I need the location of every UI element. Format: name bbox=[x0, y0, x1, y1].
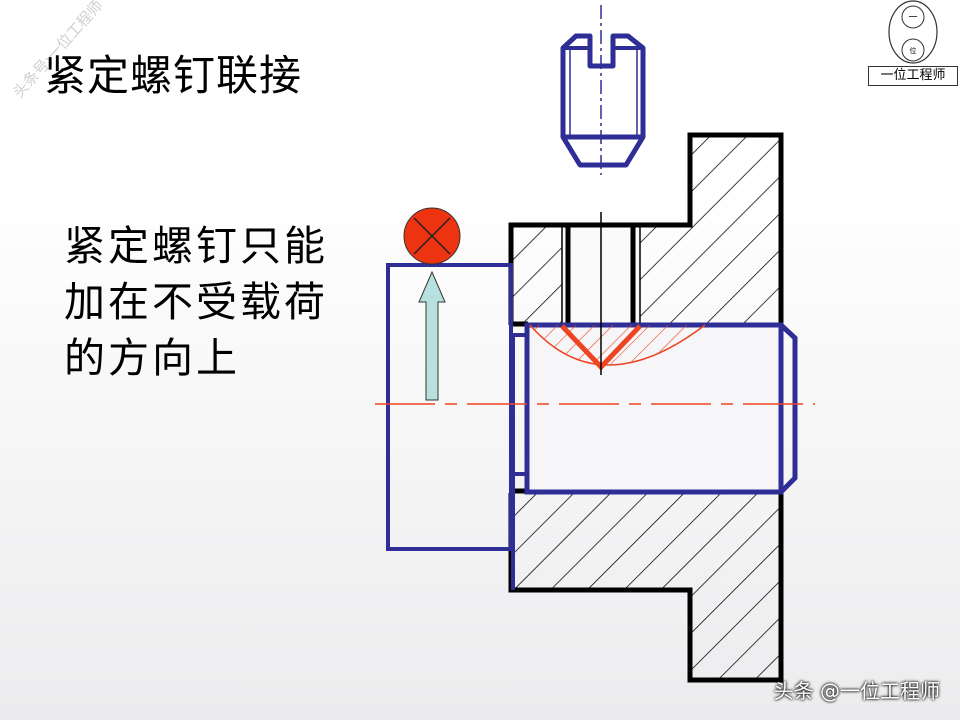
body-text: 紧定螺钉只能 加在不受载荷 的方向上 bbox=[64, 218, 328, 386]
body-line: 的方向上 bbox=[64, 334, 240, 382]
logo-bottom-char: 位 bbox=[910, 46, 917, 55]
page-title: 紧定螺钉联接 bbox=[44, 51, 303, 100]
body-line: 紧定螺钉只能 bbox=[64, 222, 328, 270]
footer-credit: 头条 @一位工程师 bbox=[773, 679, 940, 703]
load-into-page-icon bbox=[403, 207, 461, 265]
force-arrow-icon bbox=[418, 270, 446, 401]
set-screw bbox=[560, 5, 646, 175]
body-line: 加在不受载荷 bbox=[64, 278, 328, 326]
logo: 一 位 bbox=[888, 0, 938, 64]
logo-text: 一位工程师 bbox=[868, 66, 958, 86]
logo-top-char: 一 bbox=[908, 13, 917, 23]
